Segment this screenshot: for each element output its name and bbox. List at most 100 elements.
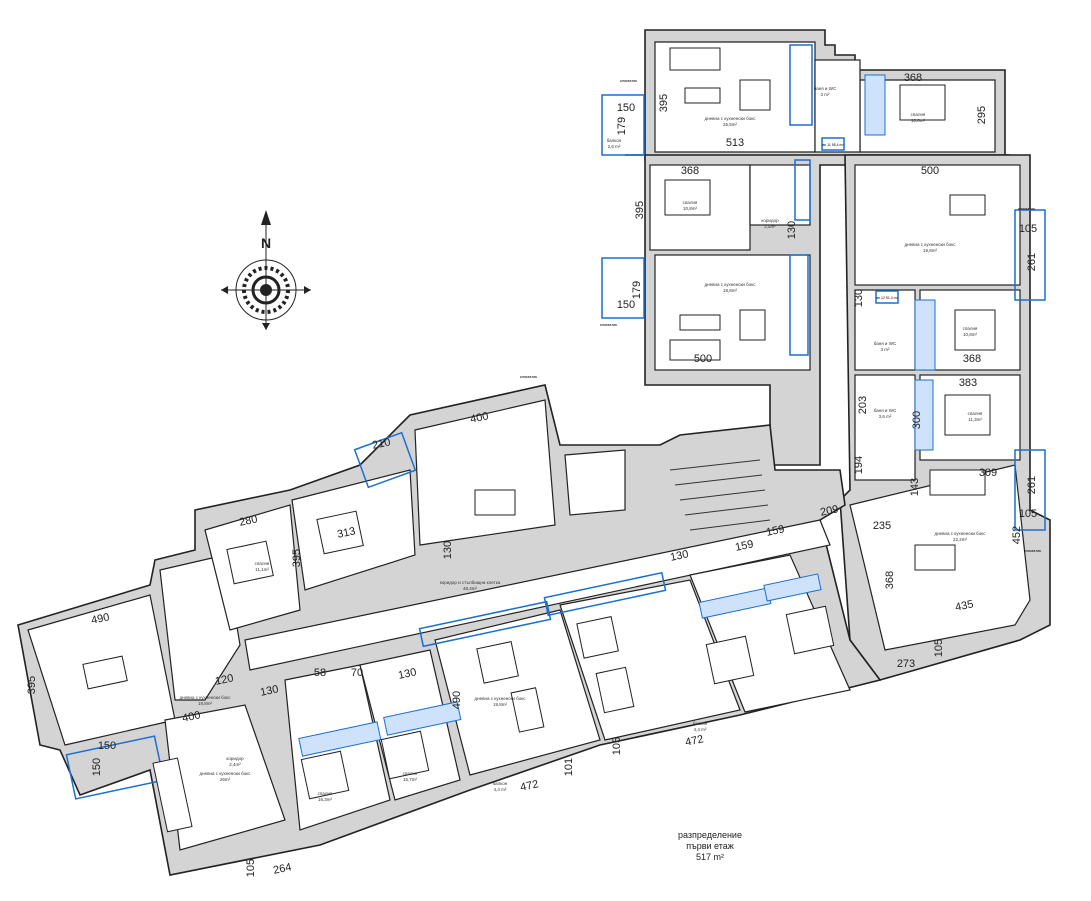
plan-caption: разпределение първи етаж 517 m² — [655, 830, 765, 863]
dimension-label: 159 — [765, 523, 785, 539]
room-name: дневна с кухненски бокс — [934, 531, 986, 536]
dimension-label: 150 — [98, 740, 116, 752]
dimension-label: 179 — [616, 117, 628, 135]
room-area: 2,6 m² — [608, 144, 621, 149]
dimension-label: 130 — [442, 541, 454, 559]
room-area: 10,8m² — [683, 206, 698, 211]
dimension-label: 295 — [976, 106, 988, 124]
dimension-label: 435 — [954, 598, 974, 614]
dimension-label: 300 — [911, 411, 923, 429]
dimension-label: 150 — [91, 758, 103, 776]
dimension-label: 500 — [694, 353, 712, 365]
room-area: 4,4 m² — [694, 727, 707, 732]
dimension-label: 105 — [611, 737, 623, 755]
dimension-label: 120 — [214, 672, 234, 688]
dimension-label: 159 — [734, 538, 754, 554]
room-name: дневна с кухненски бокс — [704, 116, 756, 121]
dimension-label: 368 — [884, 571, 896, 589]
dimension-label: 210 — [371, 436, 391, 452]
dimension-label: 452 — [1011, 526, 1023, 544]
dimension-label: 264 — [272, 861, 292, 877]
ac-label: климатик — [1024, 548, 1041, 553]
dimension-label: 58 — [314, 667, 326, 679]
dimension-label: 313 — [336, 525, 356, 541]
room-name: спалня — [963, 326, 978, 331]
lower-wing — [17, 384, 882, 876]
dimension-label: 130 — [853, 289, 865, 307]
room-area: 18,8m² — [723, 288, 738, 293]
room-area: 3 m² — [821, 92, 831, 97]
dimension-label: 209 — [819, 503, 839, 519]
room-area: 11,3m² — [968, 417, 982, 422]
room-area: 26m² — [220, 777, 231, 782]
room-area: 15,7m² — [403, 777, 418, 782]
dimension-label: 309 — [979, 467, 997, 479]
ac-label: климатик — [1018, 206, 1035, 211]
dimension-label: 130 — [397, 666, 417, 682]
dimension-label: 105 — [1019, 223, 1037, 235]
room-area: 22,2m² — [953, 537, 968, 542]
room-name: баня и WC — [874, 408, 897, 413]
dimension-label: 400 — [469, 410, 489, 426]
room-name: балкон — [693, 721, 708, 726]
room-area: 48,4m² — [463, 586, 478, 591]
dimension-label: 513 — [726, 137, 744, 149]
dimension-label: 150 — [617, 102, 635, 114]
room-name: спалня — [318, 791, 333, 796]
dimension-label: 101 — [563, 758, 575, 776]
stairs — [669, 459, 771, 531]
dimension-label: 472 — [684, 733, 704, 749]
unit-tag-box — [821, 137, 845, 151]
room-name: балкон — [493, 781, 508, 786]
room-name: дневна с кухненски бокс — [179, 695, 231, 700]
dimension-label: 143 — [909, 478, 921, 496]
room-name: спалня — [968, 411, 983, 416]
top-block — [601, 29, 1011, 466]
dimension-label: 105 — [245, 859, 257, 877]
room-name: спалня — [911, 112, 926, 117]
ac-label: климатик — [620, 78, 637, 83]
room-name: коридор и стълбищна клетка — [440, 580, 501, 585]
dimension-label: 70 — [351, 667, 363, 679]
dimension-label: 395 — [291, 549, 303, 567]
room-name: спалня — [403, 771, 418, 776]
dimension-label: 395 — [634, 201, 646, 219]
dimension-label: 179 — [631, 281, 643, 299]
dimension-label: 203 — [857, 396, 869, 414]
room-name: баня и WC — [874, 341, 897, 346]
dimension-label: 105 — [1019, 508, 1037, 520]
room-name: дневна с кухненски бокс — [704, 282, 756, 287]
unit-tag: ап.12 51,4 m² — [876, 296, 898, 300]
room-area: 10,8m² — [963, 332, 978, 337]
caption-line2: първи етаж — [686, 841, 734, 851]
room-area: 3,6 m² — [879, 414, 892, 419]
dimension-label: 500 — [921, 165, 939, 177]
dimension-label: 194 — [853, 456, 865, 474]
room-name: баня и WC — [814, 86, 837, 91]
room-area: 19,8m² — [923, 248, 938, 253]
north-label: N — [261, 235, 271, 251]
caption-area: 517 m² — [695, 852, 724, 862]
room-area: 19,8m² — [493, 702, 508, 707]
dimension-label: 235 — [873, 520, 891, 532]
dimension-label: 280 — [238, 513, 258, 529]
dimension-label: 368 — [681, 165, 699, 177]
room-labels: дневна с кухненски бокс26,5m²спалня10,8m… — [179, 86, 986, 802]
room-name: дневна с кухненски бокс — [199, 771, 251, 776]
dimension-label: 368 — [963, 353, 981, 365]
dimension-label: 130 — [786, 221, 798, 239]
right-block — [839, 154, 1051, 681]
room-name: балкон — [607, 138, 622, 143]
ac-label: климатик — [600, 322, 617, 327]
dimension-label: 261 — [1026, 253, 1038, 271]
room-area: 3 m² — [881, 347, 891, 352]
caption-line1: разпределение — [678, 830, 742, 840]
room-name: коридор — [761, 218, 779, 223]
dimension-labels: 150 179 395 513 368 295 368 395 179 150 500 130 500 1… — [26, 72, 1038, 877]
room-area: 16,3m² — [318, 797, 333, 802]
dimension-label: 472 — [519, 778, 539, 794]
dimension-label: 395 — [658, 94, 670, 112]
dimension-label: 105 — [933, 639, 945, 657]
